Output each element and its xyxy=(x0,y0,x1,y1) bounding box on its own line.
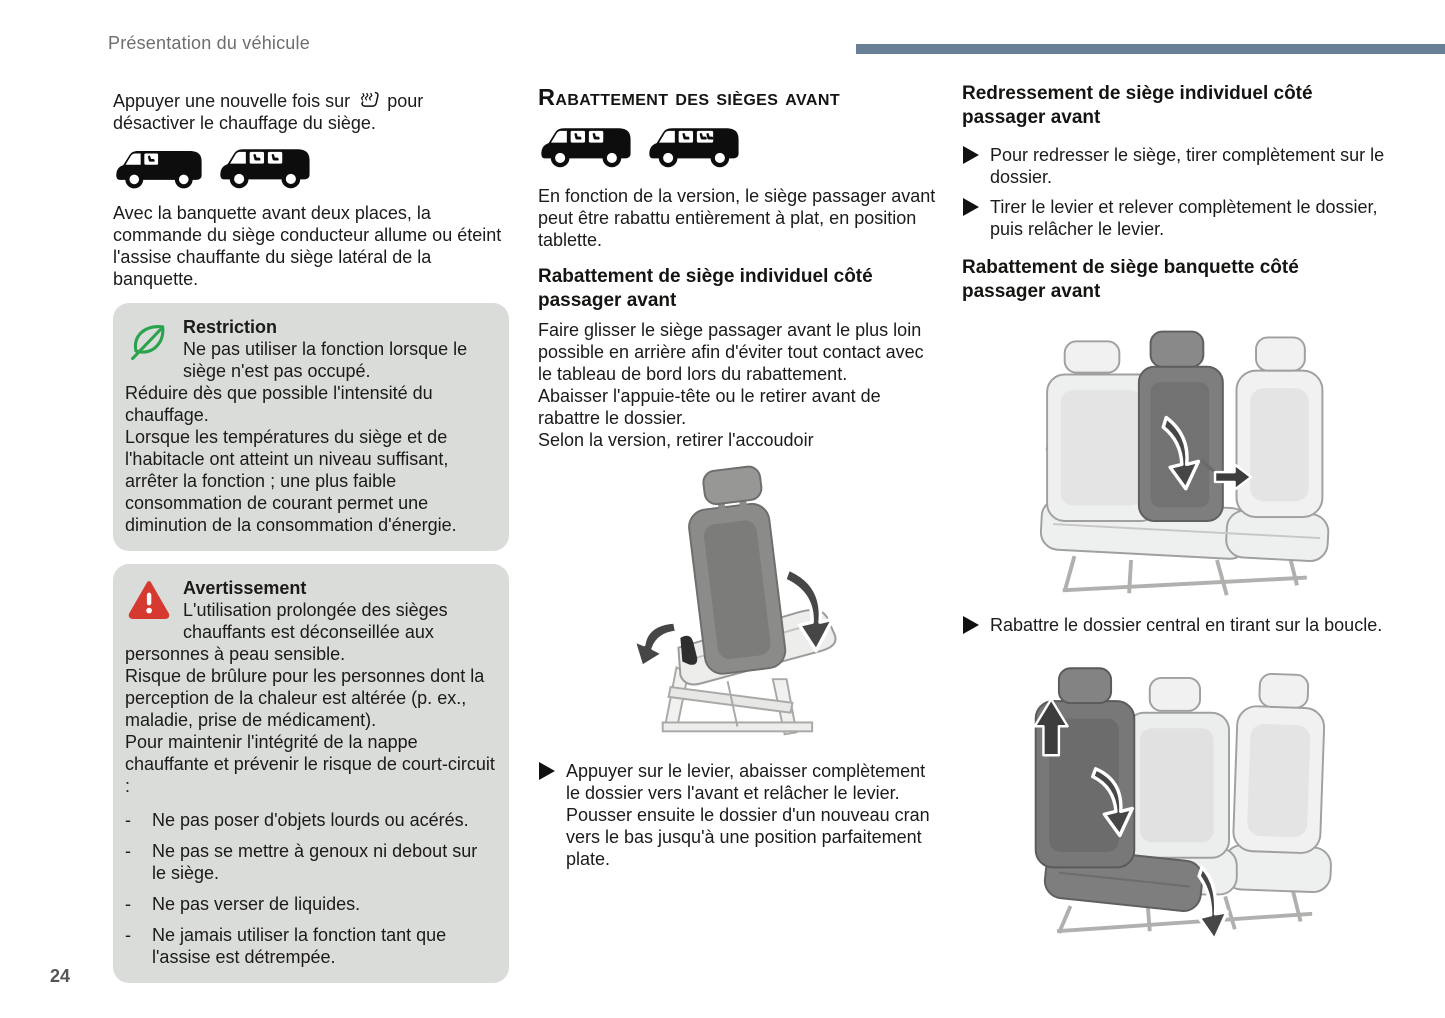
paragraph-heating-off: Appuyer une nouvelle fois sur pour désac… xyxy=(113,91,424,133)
bench-side-fold-illustration xyxy=(998,647,1386,937)
section-title: Rabattement des sièges avant xyxy=(538,84,840,110)
paragraph-bench-control: Avec la banquette avant deux places, la … xyxy=(113,203,502,289)
subsection-title: Rabattement de siège banquette côté pass… xyxy=(962,257,1299,302)
instruction-step: Pour redresser le siège, tirer complètem… xyxy=(962,144,1386,188)
dash-marker: - xyxy=(125,894,131,914)
page-header: Présentation du véhicule xyxy=(108,33,310,53)
subsection-title: Redressement de siège individuel côté pa… xyxy=(962,83,1313,128)
restriction-paragraph: Lorsque les températures du siège et de … xyxy=(125,427,457,535)
bench-center-fold-illustration xyxy=(1010,314,1386,602)
dash-marker: - xyxy=(125,841,131,861)
heated-seat-icon xyxy=(361,91,379,107)
van-icon xyxy=(115,144,203,190)
warning-paragraph: Pour maintenir l'intégrité de la nappe c… xyxy=(125,732,495,796)
column-right: Redressement de siège individuel côté pa… xyxy=(962,82,1386,937)
right-triangle-bullet xyxy=(962,614,990,639)
right-triangle-bullet xyxy=(962,196,990,240)
restriction-box: Restriction Ne pas utiliser la fonction … xyxy=(113,303,509,551)
warning-paragraph: Risque de brûlure pour les personnes don… xyxy=(125,666,485,730)
body-paragraph: Abaisser l'appuie-tête ou le retirer ava… xyxy=(538,386,881,428)
instruction-step: Rabattre le dossier central en tirant su… xyxy=(962,614,1386,639)
warning-title: Avertissement xyxy=(183,578,307,598)
list-item: - Ne jamais utiliser la fonction tant qu… xyxy=(125,925,447,967)
warning-triangle-icon xyxy=(128,581,170,619)
van-icon xyxy=(219,142,311,190)
warning-box: Avertissement L'utilisation prolongée de… xyxy=(113,564,509,983)
right-triangle-bullet xyxy=(962,144,990,188)
dash-marker: - xyxy=(125,925,131,945)
list-item: - Ne pas se mettre à genoux ni debout su… xyxy=(125,841,478,883)
instruction-step: Tirer le levier et relever complètement … xyxy=(962,196,1386,240)
restriction-paragraph: Réduire dès que possible l'intensité du … xyxy=(125,383,433,425)
van-icon xyxy=(540,121,632,169)
subsection-title: Rabattement de siège individuel côté pas… xyxy=(538,266,873,311)
column-left: Appuyer une nouvelle fois sur pour désac… xyxy=(113,90,509,983)
vehicle-variant-icons xyxy=(115,142,509,190)
page-number: 24 xyxy=(50,966,71,986)
instruction-step: Appuyer sur le levier, abaisser complète… xyxy=(538,760,936,870)
body-paragraph: Faire glisser le siège passager avant le… xyxy=(538,320,924,384)
list-item: - Ne pas verser de liquides. xyxy=(125,894,361,914)
leaf-icon xyxy=(131,325,165,361)
single-seat-fold-illustration xyxy=(580,455,936,750)
warning-paragraph: L'utilisation prolongée des sièges chauf… xyxy=(125,600,448,664)
restriction-title: Restriction xyxy=(183,317,278,337)
body-paragraph: Selon la version, retirer l'accoudoir xyxy=(538,430,814,450)
warning-bullet-list: - Ne pas poser d'objets lourds ou acérés… xyxy=(125,809,495,968)
restriction-paragraph: Ne pas utiliser la fonction lorsque le s… xyxy=(183,339,468,381)
right-triangle-bullet xyxy=(538,760,566,870)
dash-marker: - xyxy=(125,810,131,830)
intro-paragraph: En fonction de la version, le siège pass… xyxy=(538,186,936,250)
column-middle: Rabattement des sièges avant En fonction… xyxy=(538,84,936,870)
vehicle-variant-icons xyxy=(540,121,936,169)
header-accent-bar xyxy=(856,44,1445,54)
list-item: - Ne pas poser d'objets lourds ou acérés… xyxy=(125,810,469,830)
van-icon xyxy=(648,121,740,169)
